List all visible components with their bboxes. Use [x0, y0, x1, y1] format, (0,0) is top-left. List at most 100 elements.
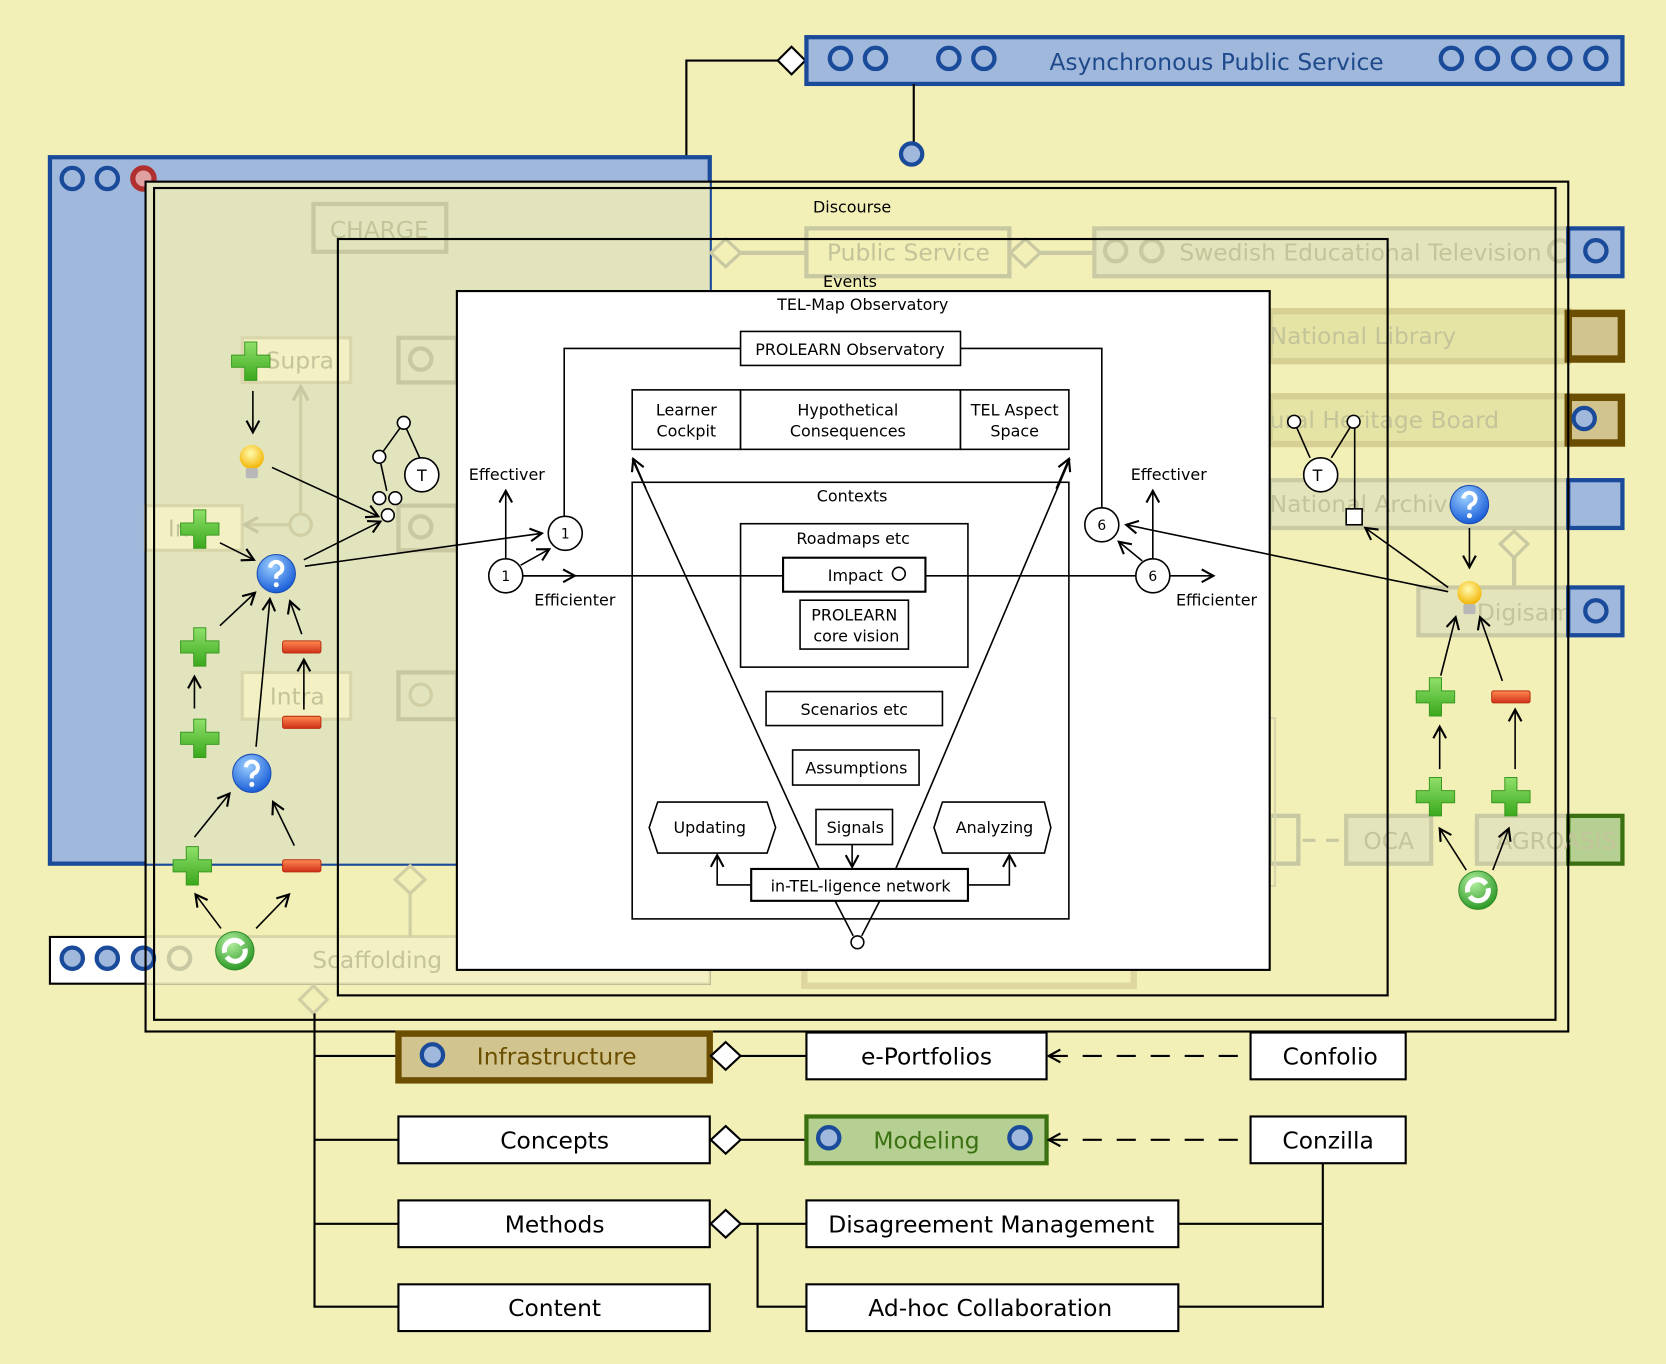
- port-circle-icon: [1583, 45, 1609, 72]
- port-circle-icon: [891, 566, 907, 581]
- national-library-end: [1564, 309, 1626, 363]
- port-circle-icon: [59, 945, 85, 971]
- port-circle-icon: [419, 1042, 446, 1068]
- methods-label: Methods: [505, 1210, 605, 1238]
- minus-icon[interactable]: [282, 859, 322, 873]
- signals-node[interactable]: [815, 808, 894, 846]
- adhoc-label: Ad-hoc Collaboration: [868, 1294, 1112, 1322]
- analyzing-node[interactable]: [933, 801, 1052, 854]
- node-6-upper[interactable]: [1084, 506, 1120, 543]
- minus-icon[interactable]: [282, 640, 322, 654]
- impact-node[interactable]: [782, 556, 927, 593]
- right-argument-graph: T: [1126, 414, 1531, 909]
- core-vision-label-2: core vision: [813, 627, 899, 646]
- tree-trunk: [313, 1013, 399, 1308]
- t-node[interactable]: [404, 457, 440, 493]
- infrastructure-label: Infrastructure: [477, 1042, 637, 1070]
- question-icon[interactable]: [257, 554, 295, 592]
- hypothetical-label: Hypothetical: [797, 400, 898, 419]
- question-icon[interactable]: [233, 754, 271, 792]
- port-circle-icon: [827, 45, 854, 72]
- port-circle-icon: [862, 45, 889, 72]
- port-circle-icon: [971, 45, 997, 72]
- port-circle-icon: [130, 945, 157, 971]
- eportfolios-node[interactable]: [805, 1031, 1048, 1081]
- discourse-label: Discourse: [813, 197, 891, 216]
- national-archive-label: National Archive: [1270, 490, 1462, 518]
- scenarios-label: Scenarios etc: [801, 700, 908, 719]
- swedish-tv-node[interactable]: [1092, 226, 1571, 279]
- eportfolios-label: e-Portfolios: [861, 1042, 992, 1070]
- minus-icon[interactable]: [1491, 690, 1531, 704]
- diamond-icon: [709, 1124, 743, 1156]
- assumptions-node[interactable]: [791, 749, 920, 786]
- infrastructure-node[interactable]: Infrastructure: [395, 1030, 713, 1084]
- t-node-label: T: [416, 466, 427, 485]
- hypothetical-consequences-node[interactable]: [739, 389, 962, 451]
- port-circle-icon: [166, 945, 193, 971]
- disagreement-node[interactable]: [805, 1199, 1180, 1249]
- port-circle-icon: [94, 165, 121, 192]
- national-library-node[interactable]: [1266, 308, 1572, 365]
- tel-aspect-label: TEL Aspect: [970, 400, 1059, 419]
- methods-node[interactable]: [397, 1199, 711, 1249]
- roadmaps-label: Roadmaps etc: [796, 529, 909, 548]
- national-library-label: National Library: [1270, 322, 1457, 350]
- prolearn-observatory-node[interactable]: [739, 330, 962, 367]
- port-circle-icon[interactable]: [898, 141, 925, 167]
- node-6-lower[interactable]: [1135, 557, 1171, 594]
- port-circle-icon: [1474, 45, 1501, 72]
- right-effectiver-label: Effectiver: [1131, 465, 1207, 484]
- learner-cockpit-node[interactable]: [631, 389, 742, 451]
- node-6-label: 6: [1097, 518, 1106, 534]
- confolio-node[interactable]: [1249, 1031, 1407, 1081]
- core-vision-label-1: PROLEARN: [811, 605, 897, 624]
- heritage-board-label: ural Heritage Board: [1270, 406, 1499, 434]
- port-circle-icon: [816, 1124, 842, 1151]
- events-frame[interactable]: [336, 237, 1389, 997]
- sync-icon[interactable]: [216, 932, 254, 970]
- port-circle-icon: [1571, 405, 1597, 432]
- prolearn-observatory-label: PROLEARN Observatory: [755, 340, 944, 359]
- port-circle-icon: [850, 935, 865, 950]
- diamond-icon: [776, 45, 807, 76]
- async-public-service-node[interactable]: Asynchronous Public Service: [804, 35, 1625, 87]
- node-1-upper[interactable]: [547, 515, 584, 552]
- port-circle-icon: [1583, 598, 1609, 624]
- modeling-label: Modeling: [873, 1126, 979, 1154]
- t-node[interactable]: [1302, 457, 1339, 493]
- left-effectiver-label: Effectiver: [469, 465, 545, 484]
- minus-icon[interactable]: [282, 715, 322, 729]
- public-service-node[interactable]: [804, 226, 1012, 279]
- plus-icon[interactable]: [1415, 677, 1456, 717]
- plus-icon[interactable]: [1415, 777, 1456, 817]
- analyzing-label: Analyzing: [956, 818, 1034, 837]
- port-circle-icon: [1510, 45, 1537, 72]
- consequences-label: Consequences: [790, 422, 906, 441]
- discourse-inner-frame: [153, 186, 1557, 1021]
- port-circle-icon: [1547, 45, 1573, 72]
- modeling-node[interactable]: Modeling: [804, 1114, 1049, 1166]
- question-icon[interactable]: [1450, 485, 1488, 523]
- core-vision-node[interactable]: [799, 599, 910, 650]
- concepts-label: Concepts: [500, 1126, 609, 1154]
- scaffolding-label: Scaffolding: [312, 946, 442, 974]
- scenarios-node[interactable]: [765, 690, 944, 727]
- charge-node[interactable]: [311, 201, 449, 254]
- sync-icon[interactable]: [1459, 871, 1497, 909]
- node-1-lower[interactable]: [487, 557, 524, 594]
- content-node[interactable]: [397, 1283, 711, 1333]
- port-circle-icon: [936, 45, 962, 72]
- contexts-label: Contexts: [817, 486, 888, 505]
- adhoc-node[interactable]: [805, 1283, 1180, 1333]
- events-label: Events: [823, 272, 877, 291]
- plus-icon[interactable]: [1491, 777, 1531, 817]
- updating-node[interactable]: [648, 801, 777, 854]
- diamond-icon: [709, 1208, 743, 1240]
- observatory-label: TEL-Map Observatory: [776, 295, 948, 314]
- conzilla-label: Conzilla: [1282, 1126, 1373, 1154]
- intelligence-network-node[interactable]: [750, 867, 969, 902]
- conzilla-node[interactable]: [1249, 1115, 1407, 1165]
- tel-aspect-space-node[interactable]: [959, 389, 1070, 451]
- port-circle-icon: [1583, 237, 1609, 264]
